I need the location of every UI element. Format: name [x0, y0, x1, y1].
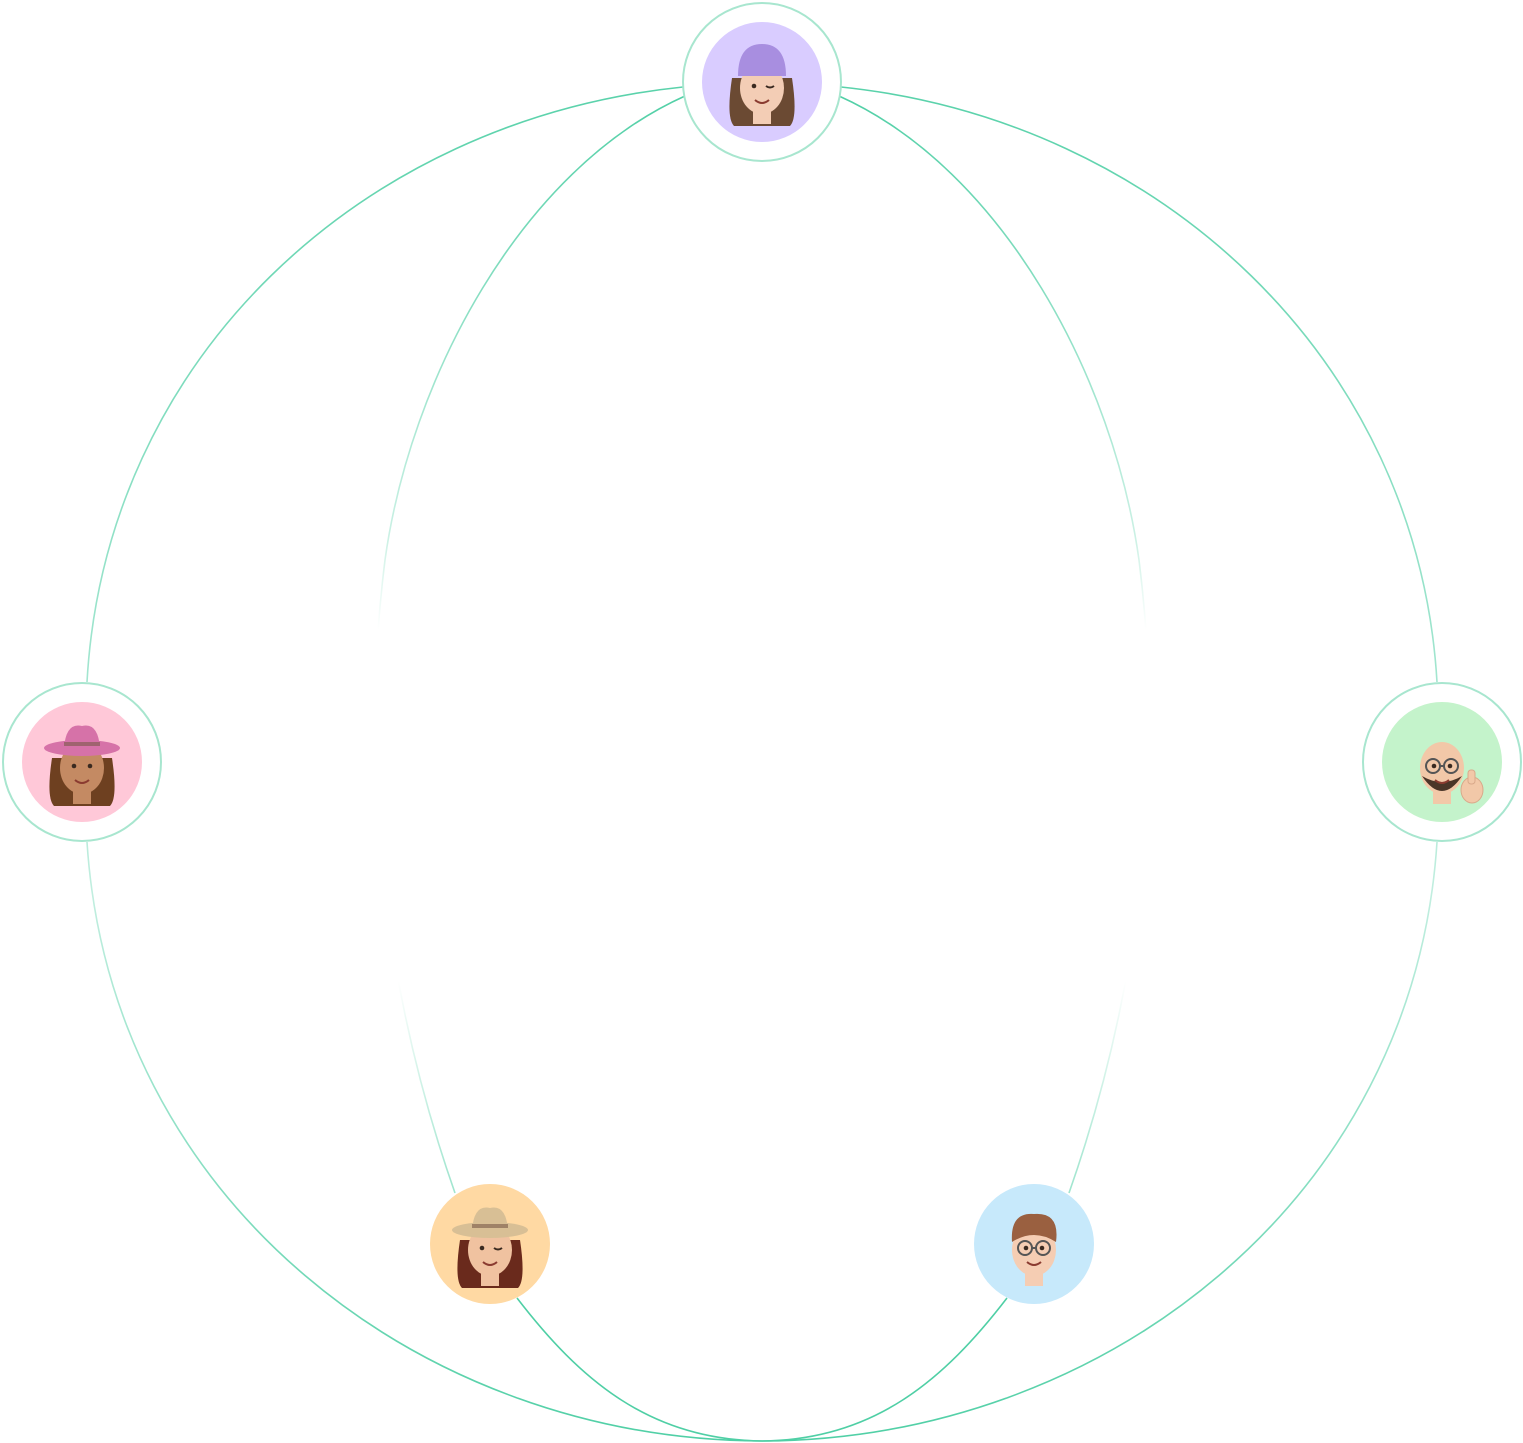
connection-line-right-bottom: [761, 841, 1438, 1442]
connection-line-top-right: [840, 86, 1438, 683]
connection-line-bottom-left-to-bottom: [516, 1297, 763, 1442]
connection-line-bottom-right-to-bottom: [761, 1297, 1008, 1442]
connection-line-top-to-bottom-right: [838, 95, 1151, 1194]
connection-line-left-bottom: [86, 841, 763, 1442]
avatar-right: [1362, 682, 1522, 842]
memoji-man-glasses-smiling-icon: [1011, 1213, 1057, 1286]
memoji-bald-man-glasses-thumbs-up-icon: [1420, 742, 1484, 804]
connection-line-top-left: [86, 86, 684, 683]
connection-line-top-to-bottom-left: [373, 95, 686, 1194]
avatar-bottom-left: [430, 1184, 550, 1304]
avatar-left: [2, 682, 162, 842]
memoji-woman-pink-cowboy-hat-icon: [44, 725, 120, 806]
avatar-bottom-right: [974, 1184, 1094, 1304]
avatar-top: [682, 2, 842, 162]
memoji-woman-tan-cowboy-hat-winking-icon: [452, 1207, 528, 1288]
memoji-woman-purple-beanie-winking-icon: [729, 44, 795, 126]
